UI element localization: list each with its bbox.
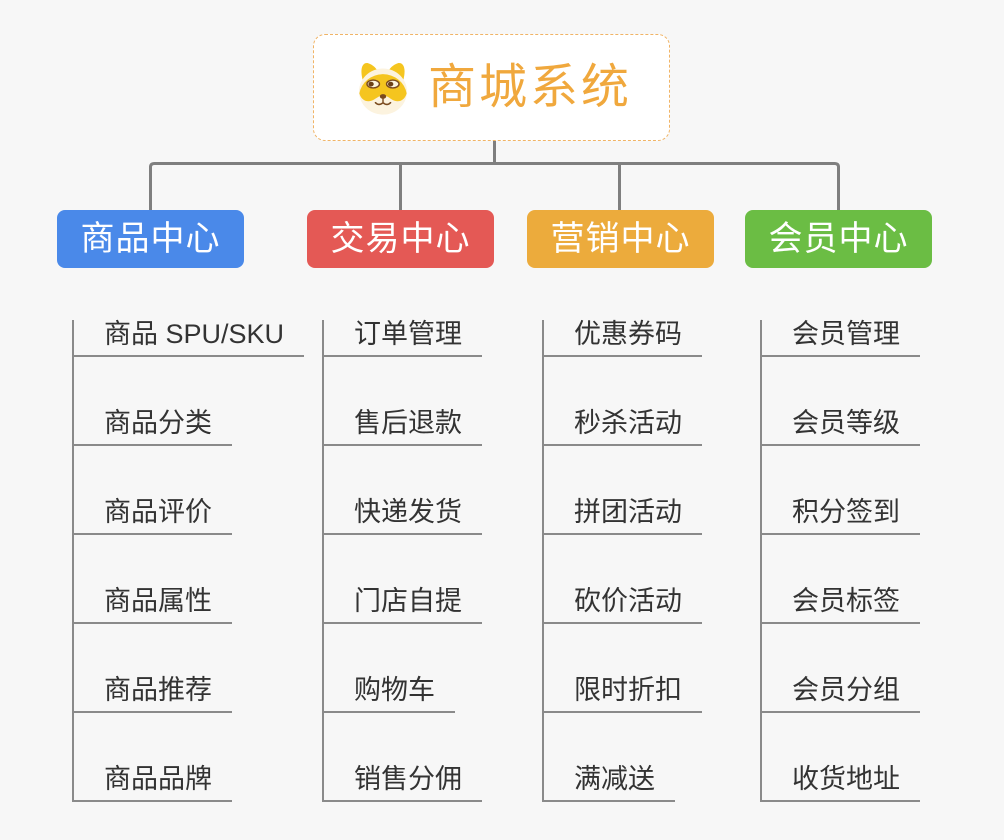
topic-item[interactable]: 积分签到 [762, 498, 920, 535]
topic-item[interactable]: 销售分佣 [324, 765, 482, 802]
topic-item[interactable]: 商品属性 [74, 587, 232, 624]
topic-item[interactable]: 秒杀活动 [544, 409, 702, 446]
branch-node-member-center[interactable]: 会员中心 [745, 210, 932, 268]
topic-item[interactable]: 满减送 [544, 765, 675, 802]
topic-item[interactable]: 商品评价 [74, 498, 232, 535]
branch-items-trade-center: 订单管理 售后退款 快递发货 门店自提 购物车 销售分佣 [322, 320, 494, 802]
topic-item[interactable]: 会员等级 [762, 409, 920, 446]
branch-member-center: 会员中心 会员管理 会员等级 积分签到 会员标签 会员分组 收货地址 [745, 210, 932, 802]
topic-item[interactable]: 收货地址 [762, 765, 920, 802]
topic-item[interactable]: 订单管理 [324, 320, 482, 357]
topic-item[interactable]: 商品推荐 [74, 676, 232, 713]
topic-item[interactable]: 售后退款 [324, 409, 482, 446]
branch-items-product-center: 商品 SPU/SKU 商品分类 商品评价 商品属性 商品推荐 商品品牌 [72, 320, 305, 802]
topic-item[interactable]: 拼团活动 [544, 498, 702, 535]
topic-item[interactable]: 会员标签 [762, 587, 920, 624]
branch-node-marketing-center[interactable]: 营销中心 [527, 210, 714, 268]
shiba-dog-icon [358, 62, 407, 115]
branch-product-center: 商品中心 商品 SPU/SKU 商品分类 商品评价 商品属性 商品推荐 商品品牌 [57, 210, 305, 802]
topic-item[interactable]: 购物车 [324, 676, 455, 713]
root-topic[interactable]: 商城系统 [313, 34, 670, 141]
topic-item[interactable]: 快递发货 [324, 498, 482, 535]
branch-marketing-center: 营销中心 优惠券码 秒杀活动 拼团活动 砍价活动 限时折扣 满减送 [527, 210, 714, 802]
main-connector-line [149, 162, 840, 210]
topic-item[interactable]: 商品品牌 [74, 765, 232, 802]
topic-item[interactable]: 优惠券码 [544, 320, 702, 357]
root-topic-title: 商城系统 [427, 60, 632, 114]
branch-items-marketing-center: 优惠券码 秒杀活动 拼团活动 砍价活动 限时折扣 满减送 [542, 320, 714, 802]
branch-node-trade-center[interactable]: 交易中心 [307, 210, 494, 268]
topic-item[interactable]: 砍价活动 [544, 587, 702, 624]
topic-item[interactable]: 商品分类 [74, 409, 232, 446]
branch-items-member-center: 会员管理 会员等级 积分签到 会员标签 会员分组 收货地址 [760, 320, 932, 802]
topic-item[interactable]: 门店自提 [324, 587, 482, 624]
topic-item[interactable]: 会员分组 [762, 676, 920, 713]
topic-item[interactable]: 商品 SPU/SKU [74, 320, 305, 357]
topic-item[interactable]: 限时折扣 [544, 676, 702, 713]
branch-trade-center: 交易中心 订单管理 售后退款 快递发货 门店自提 购物车 销售分佣 [307, 210, 494, 802]
topic-item[interactable]: 会员管理 [762, 320, 920, 357]
branch-node-product-center[interactable]: 商品中心 [57, 210, 244, 268]
